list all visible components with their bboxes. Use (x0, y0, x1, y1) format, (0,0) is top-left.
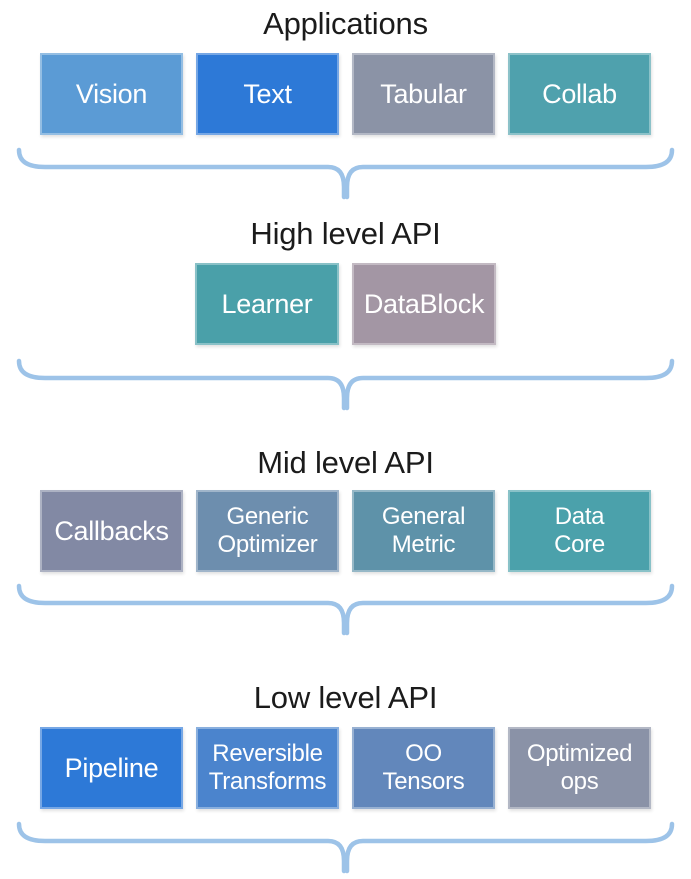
box-oo-tensors: OO Tensors (352, 727, 495, 809)
underbrace-icon (16, 358, 675, 411)
box-collab: Collab (508, 53, 651, 135)
box-vision-label: Vision (75, 78, 148, 109)
mid-level-row: Callbacks Generic Optimizer General Metr… (40, 490, 651, 572)
box-pipeline: Pipeline (40, 727, 183, 809)
section-title-applications: Applications (263, 6, 428, 41)
section-title-low-level-api: Low level API (253, 680, 438, 715)
box-optimized-ops-label: Optimized ops (526, 739, 633, 795)
underbrace-icon (16, 583, 675, 636)
box-callbacks-label: Callbacks (54, 515, 169, 546)
section-title-high-level-api: High level API (250, 216, 441, 251)
high-level-row: Learner DataBlock (40, 263, 651, 345)
low-level-row: Pipeline Reversible Transforms OO Tensor… (40, 727, 651, 809)
box-callbacks: Callbacks (40, 490, 183, 572)
box-datablock-label: DataBlock (363, 288, 485, 319)
box-data-core: Data Core (508, 490, 651, 572)
underbrace-icon (16, 147, 675, 200)
box-learner: Learner (195, 263, 339, 345)
box-pipeline-label: Pipeline (64, 752, 159, 783)
section-title-mid-level-api: Mid level API (257, 445, 434, 480)
box-optimized-ops: Optimized ops (508, 727, 651, 809)
box-reversible-transforms-label: Reversible Transforms (208, 739, 327, 795)
box-learner-label: Learner (221, 288, 313, 319)
applications-row: Vision Text Tabular Collab (40, 53, 651, 135)
box-general-metric-label: General Metric (381, 502, 466, 558)
box-tabular: Tabular (352, 53, 495, 135)
box-general-metric: General Metric (352, 490, 495, 572)
box-datablock: DataBlock (352, 263, 496, 345)
underbrace-icon (16, 821, 675, 874)
box-text: Text (196, 53, 339, 135)
box-data-core-label: Data Core (554, 502, 605, 558)
box-generic-optimizer: Generic Optimizer (196, 490, 339, 572)
box-tabular-label: Tabular (380, 78, 467, 109)
box-vision: Vision (40, 53, 183, 135)
box-collab-label: Collab (542, 78, 617, 109)
box-text-label: Text (243, 78, 292, 109)
box-generic-optimizer-label: Generic Optimizer (217, 502, 318, 558)
box-reversible-transforms: Reversible Transforms (196, 727, 339, 809)
box-oo-tensors-label: OO Tensors (382, 739, 465, 795)
